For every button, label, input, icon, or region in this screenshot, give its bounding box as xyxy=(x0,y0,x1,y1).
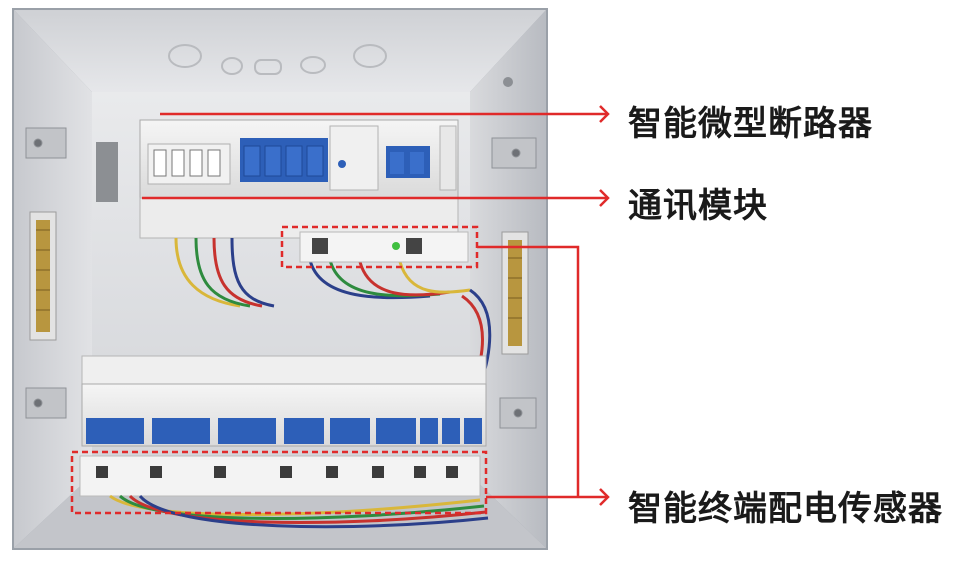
sensor-strip xyxy=(79,455,481,497)
terminal-bar-left xyxy=(29,211,57,341)
mounting-brackets xyxy=(25,127,537,429)
communication-module xyxy=(299,231,469,263)
callout-comm-module-label: 通讯模块 xyxy=(628,186,768,226)
wires-top xyxy=(174,237,492,393)
top-breaker-row xyxy=(96,119,459,239)
bottom-breaker-row xyxy=(81,355,487,447)
callout-sensor-label: 智能终端配电传感器 xyxy=(628,489,943,529)
callout-lines xyxy=(70,105,610,515)
callout-smart-breaker-label: 智能微型断路器 xyxy=(628,104,873,144)
terminal-bar-right xyxy=(501,231,529,355)
